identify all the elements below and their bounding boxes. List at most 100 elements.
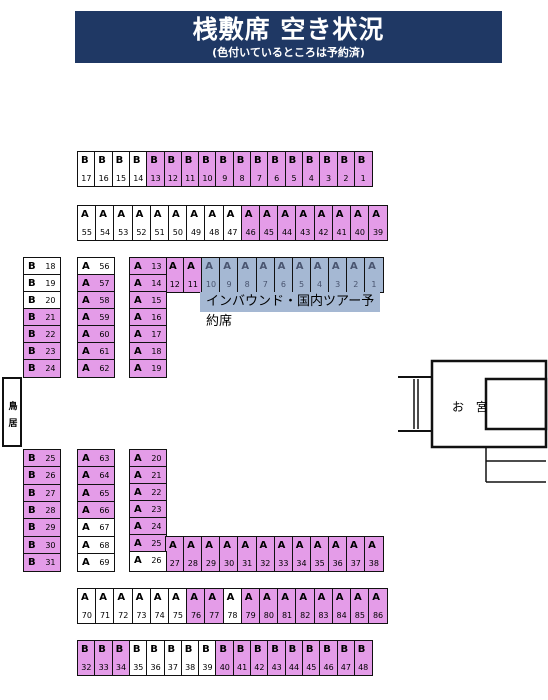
seat-number: 64 xyxy=(99,471,110,481)
seat-row-letter: B xyxy=(28,539,36,551)
seat-row-letter: B xyxy=(357,155,366,166)
seat-number: 8 xyxy=(239,173,245,183)
seat-row-letter: B xyxy=(236,155,245,166)
seat-number: 61 xyxy=(99,347,110,356)
seat-number: 7 xyxy=(256,173,262,183)
seat-number: 38 xyxy=(368,558,379,568)
seat-number: 5 xyxy=(291,173,297,183)
seat-number: 16 xyxy=(151,313,162,322)
seat-number: 16 xyxy=(98,173,109,183)
seat-row-letter: A xyxy=(335,592,344,603)
seat-row-letter: B xyxy=(81,155,89,166)
seat-number: 73 xyxy=(136,610,147,620)
seat-number: 35 xyxy=(314,558,325,568)
seat-number: 6 xyxy=(280,279,286,289)
seat-number: 42 xyxy=(318,227,329,237)
seat-number: 41 xyxy=(236,662,248,672)
seat-row-letter: A xyxy=(81,592,89,603)
seat-row-letter: B xyxy=(150,644,158,655)
seat-row-letter: A xyxy=(313,261,322,272)
seat-number: 72 xyxy=(118,610,129,620)
page-subtitle: (色付いているところは予約済) xyxy=(212,46,365,59)
seat-number: 25 xyxy=(45,454,56,463)
seat-number: 17 xyxy=(151,330,162,339)
seat-number: 84 xyxy=(336,610,347,620)
seat-row-letter: A xyxy=(134,363,142,374)
seat-number: 36 xyxy=(150,662,161,672)
seat-number: 27 xyxy=(169,558,180,568)
seat-row-letter: B xyxy=(28,522,36,534)
seat-number: 21 xyxy=(151,471,162,480)
seat-row-letter: A xyxy=(134,555,142,566)
seat-number: 66 xyxy=(99,505,110,515)
seat-number: 50 xyxy=(172,227,183,237)
seat-row-letter: A xyxy=(226,209,235,220)
seat-number: 51 xyxy=(154,227,165,237)
seat-row-letter: B xyxy=(236,644,245,655)
seat-row-letter: A xyxy=(281,209,289,220)
seat-number: 59 xyxy=(99,313,110,322)
seat-row-letter: A xyxy=(134,453,142,464)
seat-number: 25 xyxy=(151,539,162,548)
seat-number: 56 xyxy=(99,262,110,271)
seat-number: 17 xyxy=(81,173,92,183)
seat-row-letter: A xyxy=(241,540,250,551)
seat-row-letter: A xyxy=(82,261,90,272)
seat-number: 28 xyxy=(187,558,198,568)
seat-row-letter: B xyxy=(202,155,210,166)
seat-b-36[interactable]: B 36 xyxy=(146,640,165,676)
seat-row-letter: A xyxy=(82,556,90,568)
seat-row-letter: A xyxy=(134,538,142,549)
torii-label-2: 居 xyxy=(8,419,18,429)
seat-number: 38 xyxy=(185,662,196,672)
seat-row-letter: A xyxy=(134,295,142,306)
seat-row-letter: A xyxy=(99,209,107,220)
seat-row-letter: B xyxy=(115,644,124,655)
seat-number: 13 xyxy=(151,262,162,271)
seat-number: 62 xyxy=(99,364,110,373)
seat-row-letter: A xyxy=(295,540,304,551)
seat-row-letter: B xyxy=(132,644,141,655)
seat-row-letter: B xyxy=(254,155,262,166)
seat-row-letter: B xyxy=(98,155,106,166)
seat-number: 18 xyxy=(45,262,56,271)
seat-number: 18 xyxy=(151,347,162,356)
seat-row-letter: A xyxy=(208,592,217,603)
seat-row-letter: A xyxy=(153,592,162,603)
